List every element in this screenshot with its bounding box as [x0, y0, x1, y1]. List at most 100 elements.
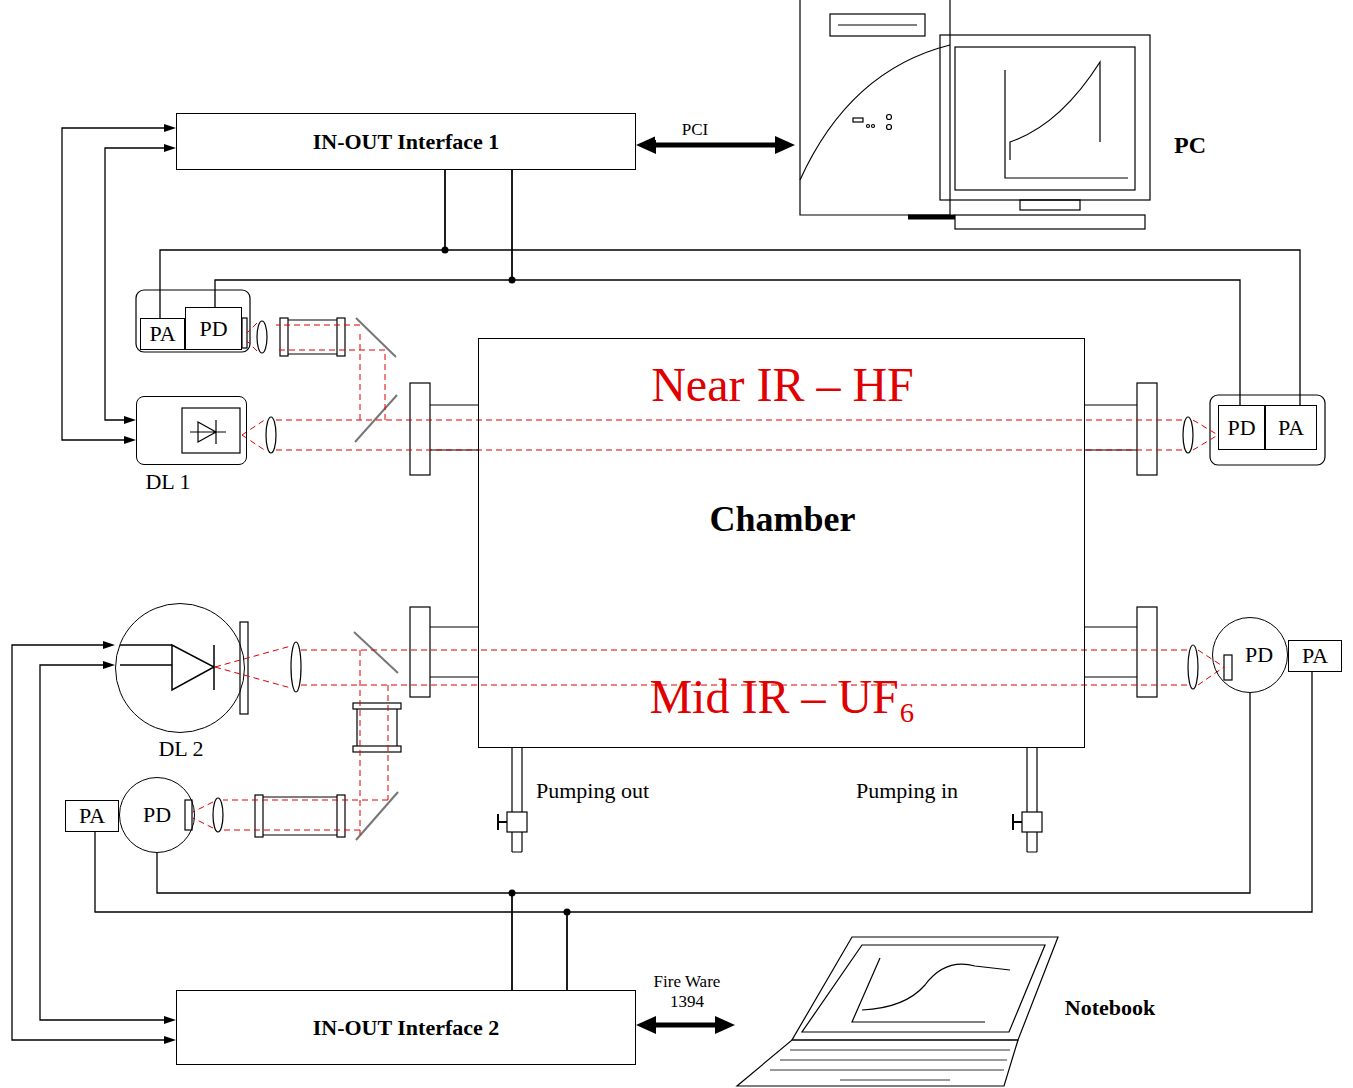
- connector-line: [652, 143, 779, 148]
- arrowhead: [164, 1016, 176, 1024]
- lens: [1183, 417, 1193, 453]
- lens: [1188, 645, 1198, 689]
- detector-element: [185, 800, 192, 830]
- edge-label: Fire Ware 1394: [642, 972, 732, 1011]
- port-tube: [1085, 627, 1137, 677]
- photodetector-circle: PD: [1212, 617, 1288, 693]
- connector-line: [105, 148, 166, 420]
- connector: [512, 693, 1250, 990]
- beam: [247, 323, 385, 420]
- connector-line: [62, 128, 166, 440]
- valve: [507, 812, 527, 832]
- preamp-box: PA: [1288, 640, 1342, 672]
- node-text: PD: [1245, 642, 1273, 667]
- lens: [213, 798, 223, 832]
- gas-cell: [357, 709, 397, 746]
- port-tube: [430, 627, 478, 677]
- node-text: Chamber: [479, 499, 1086, 540]
- laser-window: [240, 622, 248, 714]
- preamp-box: PA: [65, 800, 119, 832]
- monitor: [940, 35, 1150, 200]
- connector-line: [40, 665, 166, 1020]
- detector-housing: [1210, 395, 1325, 465]
- arrowhead: [636, 136, 656, 154]
- laptop-base: [737, 1040, 1018, 1086]
- diode-symbol: [120, 645, 214, 690]
- pc-led: [872, 125, 875, 128]
- pc-tower: [800, 0, 950, 215]
- mirror: [356, 792, 398, 840]
- gas-cell: [263, 797, 337, 835]
- arrowhead: [124, 436, 136, 444]
- connector-line: [652, 1023, 719, 1028]
- detector-window: [242, 318, 247, 348]
- flange: [410, 383, 430, 475]
- laptop-display: [802, 945, 1045, 1032]
- connector-line: [12, 645, 166, 1040]
- flange: [1137, 607, 1157, 697]
- pc-drive-slot: [838, 24, 917, 25]
- photodetector-box: PD: [1218, 405, 1265, 450]
- arrowhead: [164, 1036, 176, 1044]
- connector: [636, 1016, 735, 1034]
- junction-dots: [442, 247, 571, 916]
- valve: [1022, 812, 1042, 832]
- connector-line: [512, 693, 1250, 990]
- connector-line: [95, 832, 567, 990]
- photodetector-box: PD: [185, 307, 242, 350]
- flange: [1137, 383, 1157, 475]
- connector: [160, 170, 445, 318]
- flange: [410, 607, 430, 697]
- node-text: IN-OUT Interface 2: [313, 1015, 500, 1040]
- pump-tube: [1027, 748, 1037, 852]
- cell-plate: [337, 795, 345, 837]
- valve-handle: [498, 814, 507, 830]
- laptop-screen: [792, 937, 1058, 1040]
- part-label: Pumping out: [536, 778, 649, 803]
- lens: [257, 321, 267, 353]
- connector: [215, 170, 512, 307]
- arrowhead: [775, 136, 795, 154]
- plot-axes: [1005, 70, 1128, 178]
- keyboard-cable: [908, 215, 955, 220]
- monitor-screen: [955, 47, 1135, 190]
- detector-element: [1224, 655, 1232, 680]
- beam-splitter: [355, 395, 397, 442]
- lens: [266, 417, 276, 453]
- connector-line: [160, 170, 445, 318]
- pc-button: [887, 125, 892, 130]
- interface-box: IN-OUT Interface 1: [176, 113, 636, 170]
- node-text: PA: [1302, 643, 1328, 668]
- arrowhead: [164, 144, 176, 152]
- connector: [12, 641, 176, 1044]
- diode-laser: DL 2: [115, 603, 245, 733]
- diode-symbol: [190, 420, 226, 444]
- connector: [40, 661, 176, 1024]
- arrowhead: [103, 641, 115, 649]
- node-text: Mid IR – UF₆: [479, 669, 1086, 724]
- cell-plate: [255, 795, 263, 837]
- laser-beams: [193, 323, 1224, 835]
- connector: [95, 832, 567, 990]
- pc-drive: [830, 14, 925, 36]
- plot-curve: [1010, 62, 1100, 160]
- node-text: Near IR – HF: [479, 357, 1086, 412]
- connector: [105, 144, 176, 424]
- node-text: PC: [1165, 132, 1215, 160]
- pc-button: [887, 115, 892, 120]
- edge-label: PCI: [655, 120, 735, 140]
- pump-tube: [512, 748, 522, 852]
- plot-curve: [862, 964, 1010, 1010]
- pc-tower-front: [800, 45, 950, 180]
- part-label: Pumping in: [856, 778, 958, 803]
- preamp-box: PA: [1265, 405, 1317, 450]
- connector: [157, 853, 512, 990]
- arrowhead: [715, 1016, 735, 1034]
- computer: PC: [795, 0, 1215, 235]
- arrowhead: [164, 124, 176, 132]
- port-tube: [430, 405, 478, 450]
- arrowhead: [103, 661, 115, 669]
